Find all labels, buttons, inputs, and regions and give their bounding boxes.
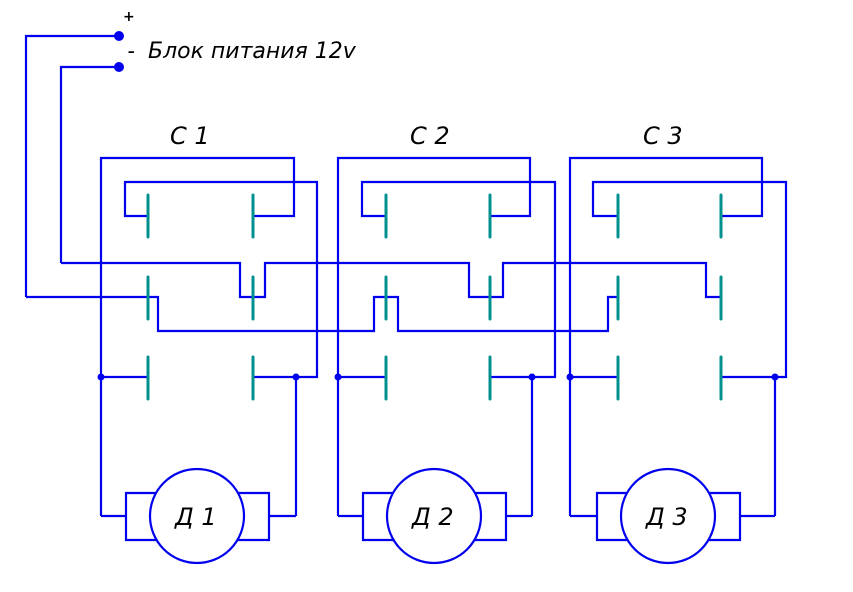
motor-body-icon bbox=[148, 467, 246, 565]
junction-dot-left bbox=[334, 373, 342, 381]
switch-2: С 2 bbox=[334, 122, 557, 516]
minus-bus-wire bbox=[61, 261, 721, 299]
minus-sign: – bbox=[128, 44, 135, 60]
inner-loop-wire bbox=[591, 180, 788, 379]
inner-loop-wire bbox=[123, 180, 319, 379]
motor-left-brush bbox=[361, 491, 401, 542]
junction-dot-left bbox=[566, 373, 574, 381]
power-supply: + – Блок питания 12v bbox=[24, 9, 357, 297]
plus-terminal bbox=[114, 31, 124, 41]
motor-label: Д 3 bbox=[645, 503, 688, 531]
switch-3: С 3 bbox=[566, 122, 788, 516]
motor-2: Д 2 bbox=[338, 467, 532, 565]
junction-dot-left bbox=[97, 373, 105, 381]
motor-3: Д 3 bbox=[570, 467, 775, 565]
motor-groups: Д 1 Д 2 Д 3 bbox=[101, 467, 775, 565]
outer-loop-wire bbox=[336, 156, 532, 516]
outer-loop-wire bbox=[568, 156, 764, 516]
switch-label: С 3 bbox=[643, 122, 683, 150]
motor-label: Д 1 bbox=[174, 503, 217, 531]
minus-wire bbox=[59, 65, 119, 263]
motor-right-brush bbox=[468, 491, 508, 542]
junction-dot-right bbox=[528, 373, 536, 381]
motor-label: Д 2 bbox=[411, 503, 454, 531]
minus-terminal bbox=[114, 62, 124, 72]
junction-dot-right bbox=[771, 373, 779, 381]
motor-body-icon bbox=[385, 467, 483, 565]
outer-loop-wire bbox=[99, 156, 296, 516]
power-supply-label: Блок питания 12v bbox=[148, 39, 357, 64]
plus-sign: + bbox=[123, 9, 135, 25]
motor-right-brush bbox=[702, 491, 742, 542]
switch-1: С 1 bbox=[97, 122, 319, 516]
motor-body-icon bbox=[619, 467, 717, 565]
motor-left-brush bbox=[124, 491, 164, 542]
switch-label: С 2 bbox=[410, 122, 450, 150]
switch-label: С 1 bbox=[170, 122, 210, 150]
inner-loop-wire bbox=[360, 180, 557, 379]
junction-dot-right bbox=[292, 373, 300, 381]
plus-wire bbox=[24, 34, 119, 297]
plus-bus-wire bbox=[26, 295, 618, 333]
switch-groups: С 1 С 2 С 3 bbox=[97, 122, 788, 516]
motor-left-brush bbox=[595, 491, 635, 542]
motor-right-brush bbox=[231, 491, 271, 542]
motor-1: Д 1 bbox=[101, 467, 296, 565]
